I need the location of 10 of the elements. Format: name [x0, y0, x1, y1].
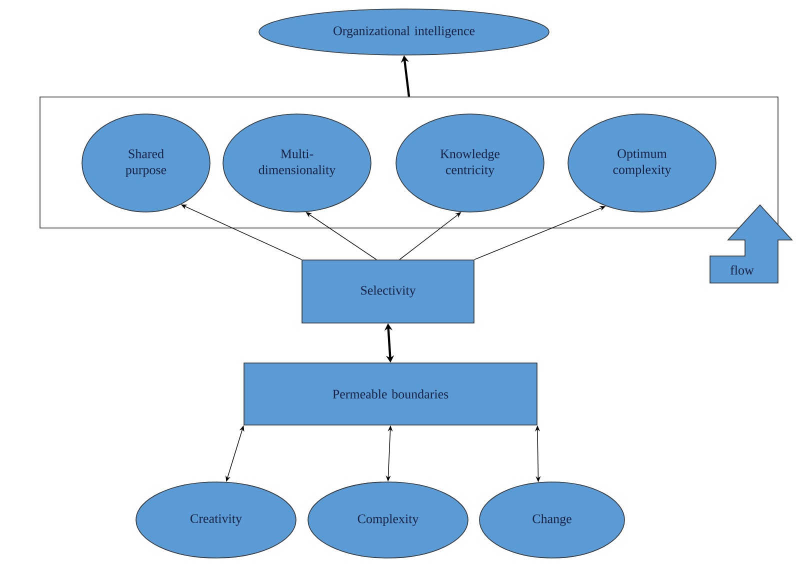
process-box: Permeable boundaries [244, 362, 538, 426]
ellipse-node: Shared purpose [82, 114, 210, 212]
ellipse-node: Complexity [308, 482, 468, 558]
ellipse-node: Creativity [136, 482, 296, 558]
ellipse-node: Change [479, 482, 625, 558]
process-box: Selectivity [302, 260, 474, 324]
ellipse-node: Organizational intelligence [258, 8, 550, 56]
ellipse-node: Optimum complexity [568, 114, 716, 212]
ellipse-node: Multi- dimensionality [222, 114, 372, 212]
ellipse-node: Knowledge centricity [396, 114, 544, 212]
